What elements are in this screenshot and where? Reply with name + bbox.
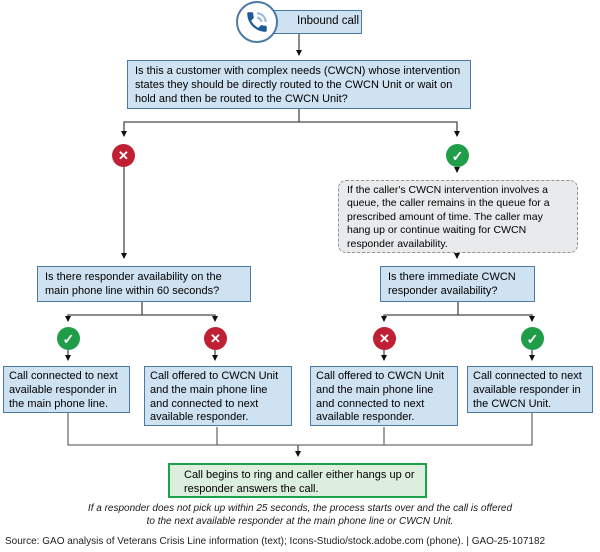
yes-icon: ✓ (57, 327, 80, 350)
yes-glyph: ✓ (526, 330, 539, 347)
footnote: If a responder does not pick up within 2… (0, 503, 600, 528)
no-icon: ✕ (112, 144, 135, 167)
no-icon: ✕ (204, 327, 227, 350)
no-glyph: ✕ (379, 331, 390, 346)
final-box: Call begins to ring and caller either ha… (168, 463, 427, 498)
outcome-cwcn-no-box: Call offered to CWCN Unit and the main p… (310, 366, 458, 426)
main-question-box: Is this a customer with complex needs (C… (127, 60, 471, 109)
outcome-cwcn-yes-box: Call connected to next available respond… (467, 366, 593, 413)
inbound-call-node: Inbound call (270, 10, 362, 34)
queue-note-box: If the caller's CWCN intervention involv… (338, 180, 578, 253)
outcome-mainline-no-box: Call offered to CWCN Unit and the main p… (144, 366, 292, 426)
source-line: Source: GAO analysis of Veterans Crisis … (5, 536, 546, 547)
outcome-mainline-yes-box: Call connected to next available respond… (3, 366, 130, 413)
yes-glyph: ✓ (451, 147, 464, 164)
phone-icon (236, 1, 278, 43)
no-glyph: ✕ (118, 148, 129, 163)
phone-handset-icon (247, 12, 267, 32)
mainline-question-box: Is there responder availability on the m… (37, 266, 251, 302)
yes-icon: ✓ (521, 327, 544, 350)
inbound-call-label: Inbound call (297, 15, 360, 27)
no-glyph: ✕ (210, 331, 221, 346)
footnote-text: If a responder does not pick up within 2… (87, 503, 513, 527)
cwcn-question-box: Is there immediate CWCN responder availa… (380, 266, 535, 302)
yes-glyph: ✓ (62, 330, 75, 347)
no-icon: ✕ (373, 327, 396, 350)
yes-icon: ✓ (446, 144, 469, 167)
